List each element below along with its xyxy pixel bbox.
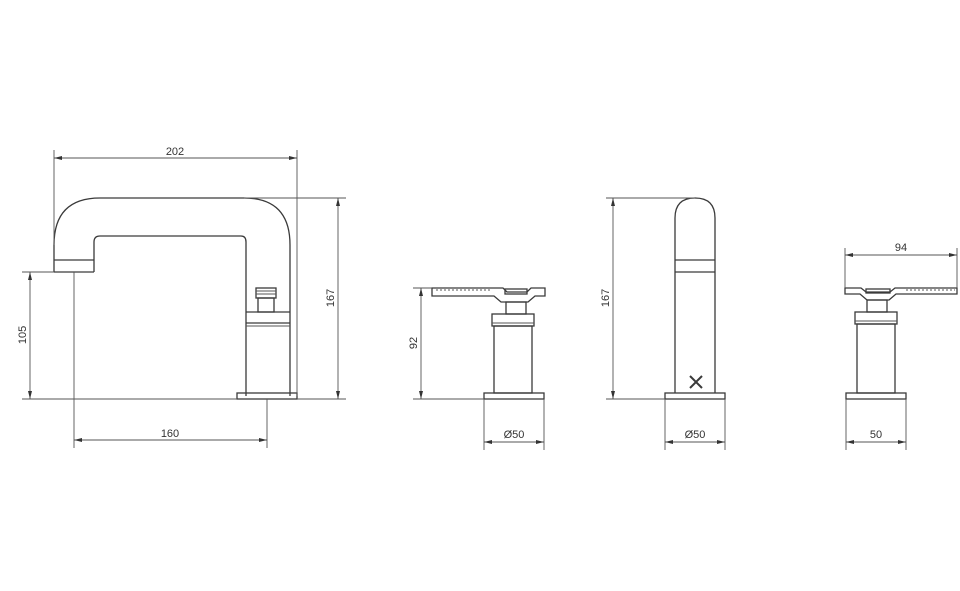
spout-inner-outline <box>93 235 247 396</box>
spout-outline <box>53 197 291 396</box>
dim-167-front-label: 167 <box>600 289 612 307</box>
handle-side-view: 92 Ø50 <box>408 287 546 450</box>
knob-stem <box>257 297 275 313</box>
spout-front-base <box>664 392 726 400</box>
dim-d50-front-label: Ø50 <box>685 429 706 441</box>
dim-94-label: 94 <box>895 242 907 254</box>
handle-collar <box>491 313 535 327</box>
handle-base <box>483 392 545 400</box>
spout-front-outline <box>674 197 716 393</box>
handle-front-body <box>856 323 896 394</box>
handle-front-base <box>845 392 907 400</box>
handle-body <box>493 325 533 394</box>
dim-202-label: 202 <box>166 146 184 158</box>
dim-d50-label: Ø50 <box>504 429 525 441</box>
dim-167-label: 167 <box>325 289 337 307</box>
lever-outline <box>431 287 546 303</box>
dim-160-label: 160 <box>161 428 179 440</box>
spout-front-view: 167 Ø50 <box>600 197 726 450</box>
handle-stem <box>505 301 527 315</box>
handle-front-collar <box>854 311 898 325</box>
lever-front-outline <box>844 287 958 301</box>
handle-front-stem <box>866 299 888 313</box>
dim-50-label: 50 <box>870 429 882 441</box>
handle-front-view: 94 50 <box>844 242 958 450</box>
knob-top <box>255 287 277 299</box>
spout-side-view: 202 167 105 160 <box>17 146 346 448</box>
cross-mark-icon <box>689 375 703 389</box>
dim-105-label: 105 <box>17 326 29 344</box>
dim-92-label: 92 <box>408 337 420 349</box>
